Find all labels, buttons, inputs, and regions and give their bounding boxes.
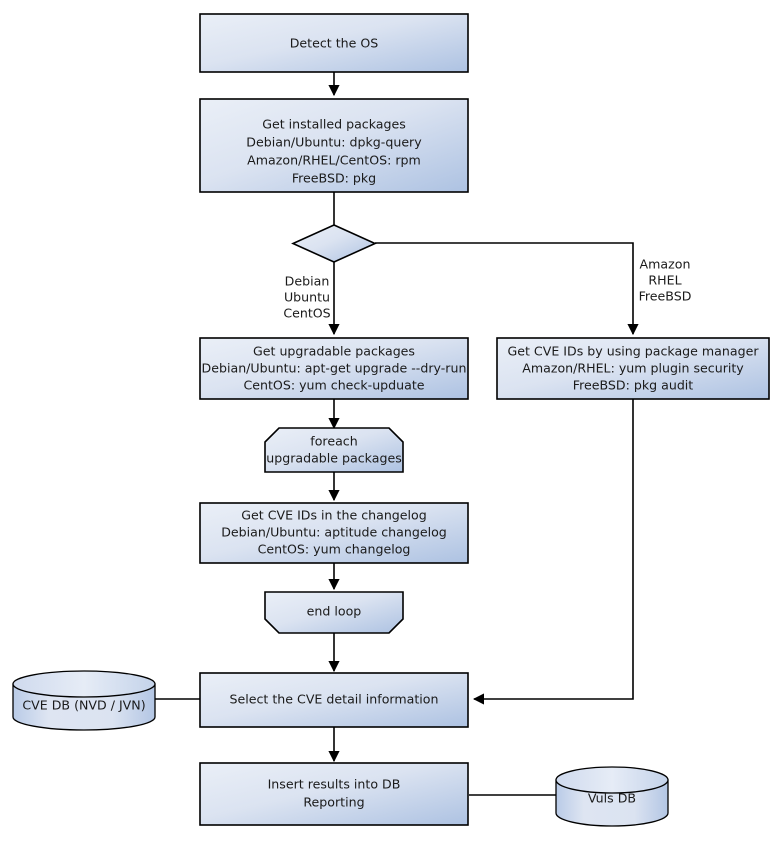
- edges-layer: [155, 72, 639, 796]
- detect-os-label-0: Detect the OS: [290, 36, 379, 51]
- get-installed-packages-label-1: Debian/Ubuntu: dpkg-query: [246, 135, 422, 150]
- edge-label-left-branch: Debian Ubuntu CentOS: [283, 274, 330, 321]
- loop-start-shape[interactable]: [264, 427, 404, 473]
- right-branch-label-1: RHEL: [648, 273, 681, 288]
- get-installed-packages-label-2: Amazon/RHEL/CentOS: rpm: [247, 153, 421, 168]
- node-os-decision[interactable]: [291, 224, 377, 263]
- loop-end-label-0: end loop: [307, 604, 362, 619]
- insert-results-box[interactable]: [199, 762, 469, 826]
- get-upgradable-packages-box[interactable]: [199, 337, 469, 400]
- loop-start-label-1: upgradable packages: [266, 451, 402, 466]
- edge-label-right-branch: Amazon RHEL FreeBSD: [639, 257, 692, 304]
- node-insert-results[interactable]: Insert results into DB Reporting: [199, 762, 469, 826]
- right-branch-label-2: FreeBSD: [639, 289, 692, 304]
- right-branch-label-0: Amazon: [640, 257, 691, 272]
- get-cve-ids-pkg-manager-label-1: Amazon/RHEL: yum plugin security: [522, 361, 744, 376]
- loop-start-label-0: foreach: [310, 434, 357, 449]
- get-cve-ids-pkg-manager-label-0: Get CVE IDs by using package manager: [507, 344, 759, 359]
- get-upgradable-packages-label-2: CentOS: yum check-upduate: [243, 378, 424, 393]
- get-installed-packages-label-3: FreeBSD: pkg: [292, 171, 376, 186]
- cve-db-cylinder-top: [12, 670, 156, 698]
- get-cve-ids-changelog-label-0: Get CVE IDs in the changelog: [241, 508, 427, 523]
- node-select-cve-detail[interactable]: Select the CVE detail information: [199, 672, 469, 728]
- insert-results-label-1: Reporting: [303, 795, 364, 810]
- select-cve-detail-label-0: Select the CVE detail information: [230, 692, 439, 707]
- get-cve-ids-changelog-label-1: Debian/Ubuntu: aptitude changelog: [221, 525, 447, 540]
- cve-db-label-0: CVE DB (NVD / JVN): [22, 698, 145, 713]
- loop-end-shape[interactable]: [264, 591, 404, 634]
- left-branch-label-2: CentOS: [283, 306, 330, 321]
- get-installed-packages-label-0: Get installed packages: [262, 117, 406, 132]
- get-upgradable-packages-label-1: Debian/Ubuntu: apt-get upgrade --dry-run: [202, 361, 467, 376]
- node-get-upgradable-packages[interactable]: Get upgradable packages Debian/Ubuntu: a…: [199, 337, 469, 400]
- get-cve-ids-pkg-manager-label-2: FreeBSD: pkg audit: [573, 378, 694, 393]
- node-loop-start[interactable]: foreach upgradable packages: [264, 427, 404, 473]
- node-loop-end[interactable]: end loop: [264, 591, 404, 634]
- get-cve-ids-changelog-box[interactable]: [199, 502, 469, 564]
- vuls-db-label-0: Vuls DB: [588, 791, 636, 806]
- node-detect-os[interactable]: Detect the OS: [199, 13, 469, 73]
- left-branch-label-1: Ubuntu: [284, 290, 330, 305]
- node-vuls-db[interactable]: Vuls DB: [555, 766, 669, 827]
- get-installed-packages-box[interactable]: [199, 98, 469, 193]
- vuls-db-cylinder-top: [555, 766, 669, 794]
- get-cve-ids-changelog-label-2: CentOS: yum changelog: [258, 542, 411, 557]
- get-cve-ids-pkg-manager-box[interactable]: [496, 337, 770, 400]
- node-get-cve-ids-changelog[interactable]: Get CVE IDs in the changelog Debian/Ubun…: [199, 502, 469, 564]
- os-decision-diamond[interactable]: [291, 224, 377, 263]
- node-get-cve-ids-pkg-manager[interactable]: Get CVE IDs by using package manager Ama…: [496, 337, 770, 400]
- left-branch-label-0: Debian: [285, 274, 330, 289]
- node-cve-db[interactable]: CVE DB (NVD / JVN): [12, 670, 156, 731]
- edge-rightbranch-to-selectcve: [472, 399, 634, 705]
- insert-results-label-0: Insert results into DB: [268, 777, 401, 792]
- detect-os-box[interactable]: [199, 13, 469, 73]
- edge-decision-right-branch: [375, 242, 639, 336]
- node-get-installed-packages[interactable]: Get installed packages Debian/Ubuntu: dp…: [199, 98, 469, 193]
- get-upgradable-packages-label-0: Get upgradable packages: [253, 344, 415, 359]
- select-cve-detail-box[interactable]: [199, 672, 469, 728]
